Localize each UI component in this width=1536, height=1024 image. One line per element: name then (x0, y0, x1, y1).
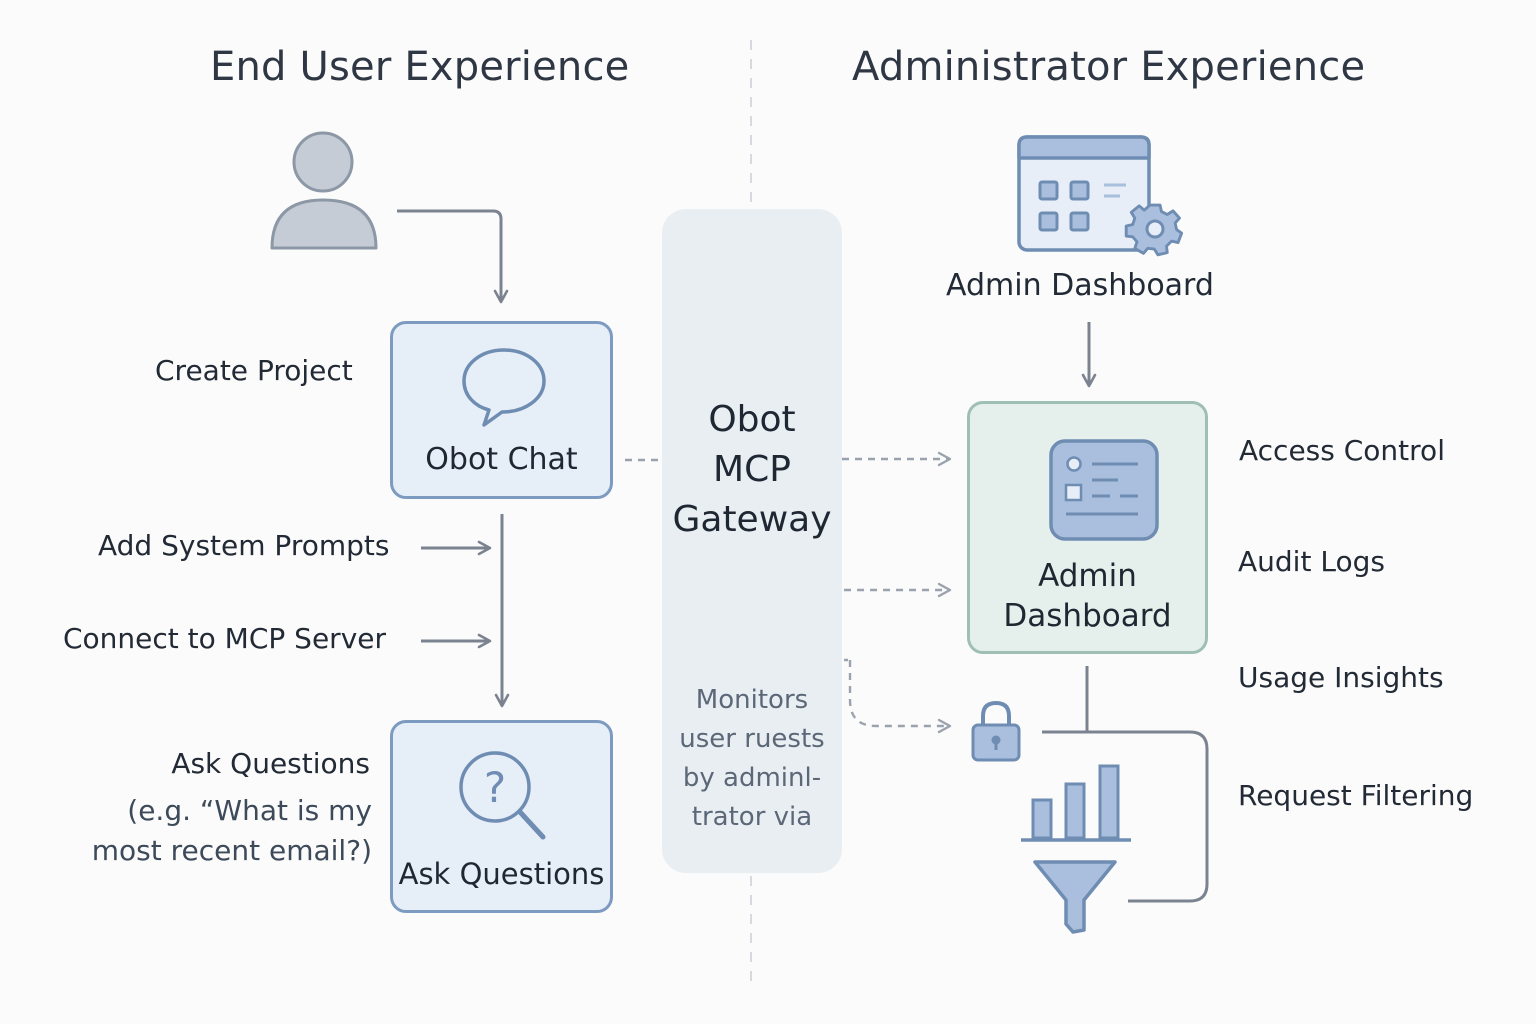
gateway-title-line-2: MCP (713, 449, 791, 490)
gateway-title-line-1: Obot (708, 399, 796, 440)
funnel-icon (1033, 860, 1117, 934)
gateway-note-line-2: user ruests (679, 724, 825, 754)
step-connect-mcp: Connect to MCP Server (63, 622, 386, 655)
step-ask-questions: Ask Questions (171, 747, 370, 780)
user-icon (270, 131, 378, 250)
svg-text:?: ? (484, 763, 506, 812)
gateway-title-line-3: Gateway (672, 499, 832, 540)
gateway-note-line-3: by adminl- (682, 763, 822, 793)
mcp-gateway-panel: Obot MCP Gateway Monitors user ruests by… (662, 209, 842, 873)
lock-icon (971, 700, 1021, 762)
obot-chat-box[interactable]: Obot Chat (390, 321, 613, 499)
admin-dashboard-box-line-2: Dashboard (1003, 598, 1172, 634)
settings-panel-icon (1049, 439, 1159, 541)
end-user-title: End User Experience (210, 44, 630, 90)
obot-chat-label: Obot Chat (425, 442, 578, 477)
feature-access-control: Access Control (1239, 434, 1445, 467)
search-question-icon: ? (459, 751, 546, 840)
admin-title: Administrator Experience (852, 44, 1366, 90)
example-line-1: (e.g. “What is my (127, 794, 372, 827)
feature-audit-logs: Audit Logs (1238, 545, 1385, 578)
gateway-note-line-1: Monitors (695, 685, 809, 715)
ask-questions-box-label: Ask Questions (398, 857, 605, 891)
gear-icon (1124, 203, 1184, 257)
feature-usage-insights: Usage Insights (1238, 661, 1444, 694)
gateway-note-line-4: trator via (691, 802, 813, 832)
step-create-project: Create Project (155, 354, 353, 387)
feature-request-filtering: Request Filtering (1238, 779, 1474, 812)
ask-questions-box[interactable]: ? Ask Questions (390, 720, 613, 913)
gateway-title: Obot MCP Gateway (662, 395, 842, 545)
dashboard-window-icon (1017, 135, 1184, 257)
admin-dashboard-top-label: Admin Dashboard (946, 268, 1214, 303)
line-filtering-loop (1042, 730, 1209, 903)
arrow-user-to-chat (397, 209, 509, 304)
gateway-note: Monitors user ruests by adminl- trator v… (662, 681, 842, 837)
admin-dashboard-box[interactable]: Admin Dashboard (967, 401, 1208, 654)
chat-bubble-icon (462, 348, 546, 427)
ask-questions-example: (e.g. “What is my most recent email?) (92, 791, 372, 871)
example-line-2: most recent email?) (91, 834, 372, 867)
admin-dashboard-box-line-1: Admin (1038, 558, 1137, 594)
admin-dashboard-box-label: Admin Dashboard (970, 556, 1205, 636)
dashed-to-lock (848, 660, 952, 734)
bar-chart-icon (1021, 764, 1131, 842)
step-add-system-prompts: Add System Prompts (98, 529, 390, 562)
